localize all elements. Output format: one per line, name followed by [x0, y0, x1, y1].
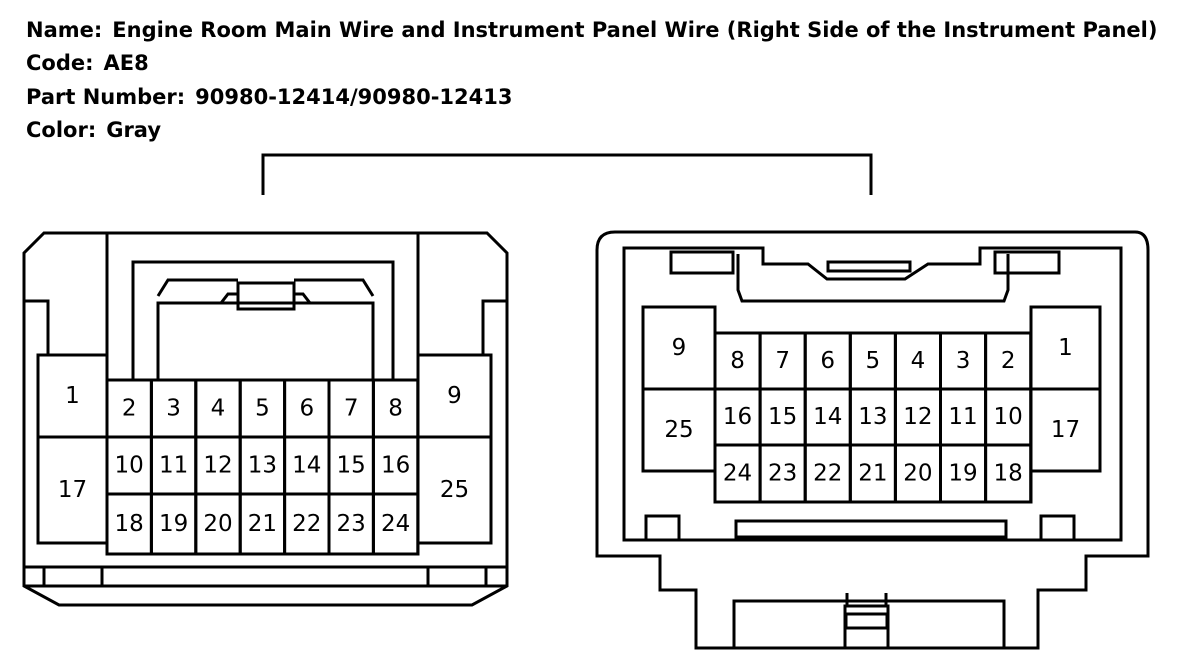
view-bracket — [261, 153, 873, 195]
left-pin-label: 8 — [388, 396, 403, 422]
part-number-value: 90980-12414/90980-12413 — [195, 85, 513, 109]
code-line: Code: AE8 — [26, 51, 149, 75]
right-pin-label: 19 — [948, 461, 977, 487]
right-pin-label: 12 — [903, 404, 932, 430]
left-pin-label: 11 — [159, 453, 188, 479]
left-pin-label: 24 — [381, 511, 410, 537]
right-pin-label: 3 — [956, 348, 971, 374]
left-pin-label: 14 — [292, 453, 321, 479]
left-pin-label: 3 — [166, 396, 181, 422]
left-pin-label: 4 — [211, 396, 226, 422]
left-pin-label: 20 — [203, 511, 232, 537]
right-pin-label: 1 — [1058, 335, 1073, 361]
right-pin-label: 15 — [768, 404, 797, 430]
left-pin-label: 16 — [381, 453, 410, 479]
code-label: Code: — [26, 51, 94, 75]
right-pin-label: 13 — [858, 404, 887, 430]
left-pin-label: 22 — [292, 511, 321, 537]
right-pin-label: 14 — [813, 404, 842, 430]
left-pin-label: 23 — [337, 511, 366, 537]
code-value: AE8 — [103, 51, 149, 75]
right-pin-label: 5 — [866, 348, 881, 374]
right-pin-label: 8 — [730, 348, 745, 374]
left-pin-label: 25 — [440, 477, 469, 503]
right-pin-label: 24 — [723, 461, 752, 487]
right-pin-label: 11 — [948, 404, 977, 430]
left-pin-label: 2 — [122, 396, 137, 422]
right-pin-label: 23 — [768, 461, 797, 487]
right-pin-label: 17 — [1051, 417, 1080, 443]
left-pin-label: 9 — [447, 383, 462, 409]
right-pin-label: 9 — [672, 335, 687, 361]
left-pin-label: 10 — [115, 453, 144, 479]
left-pin-label: 7 — [344, 396, 359, 422]
right-cavity — [984, 443, 1033, 504]
left-pin-label: 15 — [337, 453, 366, 479]
part-number-label: Part Number: — [26, 85, 186, 109]
right-pin-label: 22 — [813, 461, 842, 487]
color-line: Color: Gray — [26, 118, 161, 142]
right-pin-label: 6 — [820, 348, 835, 374]
right-pin-label: 10 — [994, 404, 1023, 430]
name-label: Name: — [26, 18, 103, 42]
left-pin-label: 17 — [58, 477, 87, 503]
color-label: Color: — [26, 118, 97, 142]
left-pin-label: 5 — [255, 396, 270, 422]
left-cavity — [416, 435, 493, 545]
left-pin-label: 21 — [248, 511, 277, 537]
right-cavity — [1029, 387, 1102, 473]
left-pin-label: 1 — [65, 383, 80, 409]
left-cavity — [371, 492, 420, 556]
left-pin-label: 13 — [248, 453, 277, 479]
left-pin-label: 18 — [115, 511, 144, 537]
right-pin-label: 25 — [664, 417, 693, 443]
right-pin-label: 4 — [911, 348, 926, 374]
color-value: Gray — [106, 118, 162, 142]
right-pin-label: 21 — [858, 461, 887, 487]
name-value: Engine Room Main Wire and Instrument Pan… — [112, 18, 1158, 42]
right-pin-label: 2 — [1001, 348, 1016, 374]
right-pin-label: 16 — [723, 404, 752, 430]
left-pin-label: 19 — [159, 511, 188, 537]
right-pin-label: 18 — [994, 461, 1023, 487]
part-number-line: Part Number: 90980-12414/90980-12413 — [26, 85, 512, 109]
name-line: Name: Engine Room Main Wire and Instrumen… — [26, 18, 1157, 42]
right-pin-label: 20 — [903, 461, 932, 487]
left-pin-label: 12 — [203, 453, 232, 479]
left-pin-label: 6 — [299, 396, 314, 422]
right-pin-label: 7 — [775, 348, 790, 374]
